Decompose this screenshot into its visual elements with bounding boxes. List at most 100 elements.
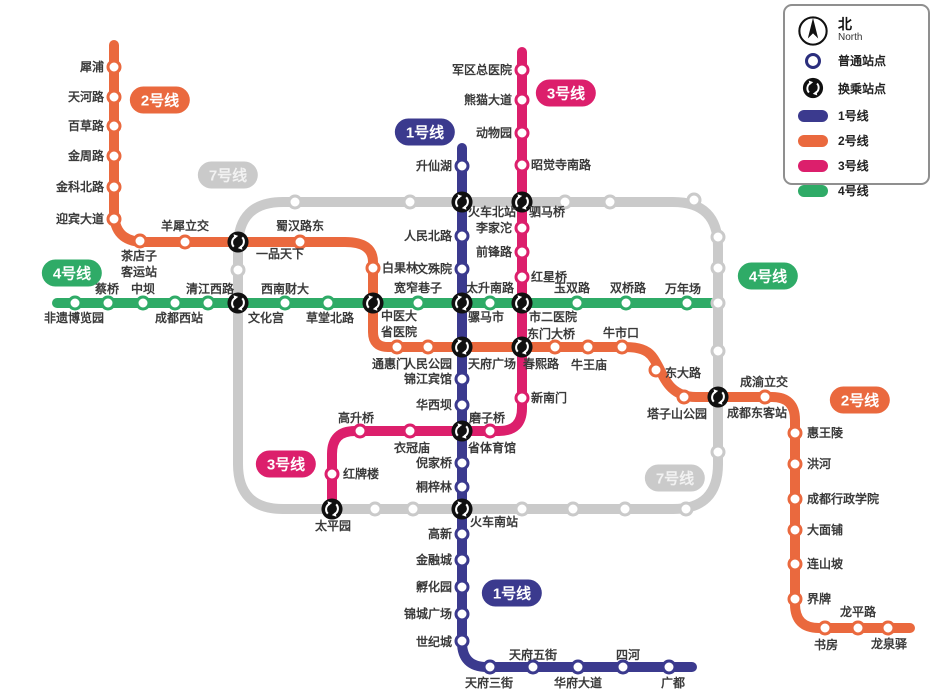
station-dot <box>618 295 634 311</box>
station-dot <box>106 148 122 164</box>
station-label: 文化宫 <box>248 311 285 325</box>
legend-north-row: 北 North <box>797 14 922 48</box>
transfer-station-dot <box>227 292 250 315</box>
transfer-station-dot <box>321 498 344 521</box>
station-dot <box>454 579 470 595</box>
loop-station-dot <box>686 192 702 208</box>
station-dot <box>850 620 866 636</box>
station-dot <box>482 659 498 675</box>
transfer-icon <box>227 292 249 314</box>
station-label: 惠王陵 <box>807 426 844 440</box>
line-7-loop-path <box>233 197 723 514</box>
transfer-station-dot <box>362 292 385 315</box>
legend-line-row: 1号线 <box>797 107 922 124</box>
station-label: 天府广场 <box>467 357 517 371</box>
station-label: 四河 <box>615 648 641 662</box>
station-dot <box>100 295 116 311</box>
station-label: 成都东客站 <box>727 406 788 420</box>
transfer-icon <box>511 336 533 358</box>
transfer-icon <box>227 231 249 253</box>
station-dot <box>880 620 896 636</box>
transfer-icon <box>451 420 473 442</box>
station-label: 动物园 <box>475 126 512 140</box>
station-label: 金周路 <box>67 149 104 163</box>
loop-station-dot <box>710 229 726 245</box>
station-label: 玉双路 <box>553 281 591 295</box>
station-label: 磨子桥 <box>468 411 506 425</box>
line-2-path <box>109 40 915 633</box>
loop-station-dot <box>710 260 726 276</box>
station-dot <box>67 295 83 311</box>
station-label: 红牌楼 <box>343 467 380 481</box>
loop-station-dot <box>514 501 530 517</box>
station-label: 牛市口 <box>602 326 640 340</box>
station-dot <box>167 295 183 311</box>
loop-station-dot <box>405 501 421 517</box>
station-dot <box>402 423 418 439</box>
station-dot <box>514 220 530 236</box>
station-label: 骡马市 <box>468 310 505 324</box>
transfer-station-dot <box>227 231 250 254</box>
legend-line-label: 3号线 <box>838 159 869 173</box>
station-label: 锦城广场 <box>403 607 452 621</box>
station-label: 衣冠庙 <box>393 441 431 455</box>
station-label: 连山坡 <box>807 557 844 571</box>
line-badge: 1号线 <box>394 118 456 146</box>
station-label: 前锋路 <box>475 245 512 259</box>
transfer-icon <box>321 498 343 520</box>
station-dot <box>514 62 530 78</box>
legend-line-pill <box>798 134 828 147</box>
loop-station-dot <box>678 501 694 517</box>
legend-line-pill <box>798 109 828 122</box>
station-label: 金融城 <box>415 553 452 567</box>
normal-station-label: 普通站点 <box>838 54 887 68</box>
north-sublabel: North <box>838 32 863 43</box>
station-label: 万年场 <box>664 282 702 296</box>
line-badge: 2号线 <box>829 386 891 414</box>
transfer-station-dot <box>451 292 474 315</box>
station-dot <box>454 397 470 413</box>
station-dot <box>324 466 340 482</box>
station-dot <box>679 295 695 311</box>
transfer-station-label: 换乘站点 <box>838 81 887 96</box>
station-label: 熊猫大道 <box>463 93 512 107</box>
station-dot <box>352 423 368 439</box>
station-label: 文殊院 <box>415 262 452 276</box>
legend-line-pill <box>798 184 828 197</box>
station-dot <box>614 339 630 355</box>
station-label: 中医大 省医院 <box>381 309 418 339</box>
transfer-station-dot <box>511 292 534 315</box>
station-dot <box>514 157 530 173</box>
station-label: 羊犀立交 <box>160 219 210 233</box>
station-label: 升仙湖 <box>415 159 452 173</box>
loop-station-dot <box>710 444 726 460</box>
station-dot <box>454 455 470 471</box>
transfer-icon <box>707 386 729 408</box>
transfer-station-dot <box>451 336 474 359</box>
station-label: 桐梓林 <box>415 480 452 494</box>
station-dot <box>569 295 585 311</box>
station-label: 塔子山公园 <box>646 407 708 421</box>
legend-line-row: 2号线 <box>797 132 922 149</box>
station-dot <box>661 659 677 675</box>
station-label: 省体育馆 <box>468 441 517 455</box>
loop-station-dot <box>557 194 573 210</box>
station-label: 龙泉驿 <box>870 637 908 651</box>
station-dot <box>454 552 470 568</box>
station-dot <box>514 92 530 108</box>
station-label: 东大路 <box>665 366 702 380</box>
station-dot <box>106 211 122 227</box>
station-dot <box>514 244 530 260</box>
station-dot <box>570 659 586 675</box>
compass-icon <box>797 14 829 48</box>
station-dot <box>106 59 122 75</box>
transfer-icon <box>451 498 473 520</box>
legend-normal-station-row: 普通站点 <box>797 52 922 69</box>
station-label: 书房 <box>813 638 839 652</box>
line-badge: 7号线 <box>644 464 706 492</box>
loop-station-dot <box>565 501 581 517</box>
loop-station-dot <box>402 194 418 210</box>
